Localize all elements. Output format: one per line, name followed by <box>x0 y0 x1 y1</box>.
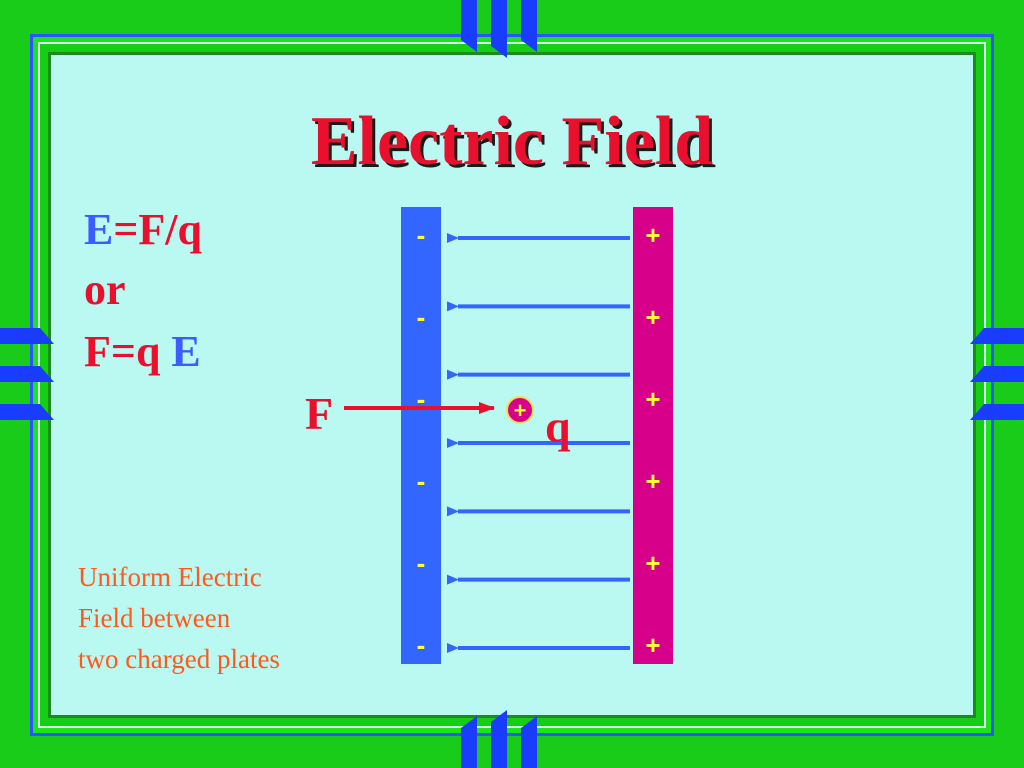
left-ornament <box>0 328 54 420</box>
caption-line: two charged plates <box>78 644 280 674</box>
slide-panel <box>48 52 976 718</box>
field-symbol: E <box>171 327 201 376</box>
slide-title: Electric Field <box>310 103 714 180</box>
equation-line-2: or <box>84 265 126 314</box>
negative-sign: - <box>416 466 426 496</box>
force-label: F <box>305 388 333 439</box>
positive-sign: + <box>645 384 661 414</box>
positive-sign: + <box>645 466 661 496</box>
equation-text: =F/q <box>113 205 203 254</box>
caption-line: Field between <box>78 603 231 633</box>
charge-sign: + <box>514 398 527 423</box>
field-arrows <box>447 233 630 653</box>
negative-sign: - <box>416 220 426 250</box>
positive-sign: + <box>645 630 661 660</box>
negative-plate <box>401 207 441 664</box>
equation-line-3: F=q E <box>84 330 201 374</box>
test-charge <box>506 396 534 424</box>
field-symbol: E <box>84 205 114 254</box>
positive-sign: + <box>645 548 661 578</box>
caption-line: Uniform Electric <box>78 562 262 592</box>
positive-plate <box>633 207 673 664</box>
right-ornament <box>970 328 1024 420</box>
bottom-ornament <box>461 710 537 768</box>
positive-sign: + <box>645 302 661 332</box>
negative-sign: - <box>416 384 426 414</box>
equation-text: F=q <box>84 327 161 376</box>
equation-line-1: E=F/q <box>84 208 202 252</box>
caption: Uniform Electric Field between two charg… <box>78 557 398 680</box>
positive-sign: + <box>645 220 661 250</box>
negative-sign: - <box>416 302 426 332</box>
top-ornament <box>461 0 537 58</box>
charge-label: q <box>545 401 571 452</box>
negative-sign: - <box>416 548 426 578</box>
negative-sign: - <box>416 630 426 660</box>
